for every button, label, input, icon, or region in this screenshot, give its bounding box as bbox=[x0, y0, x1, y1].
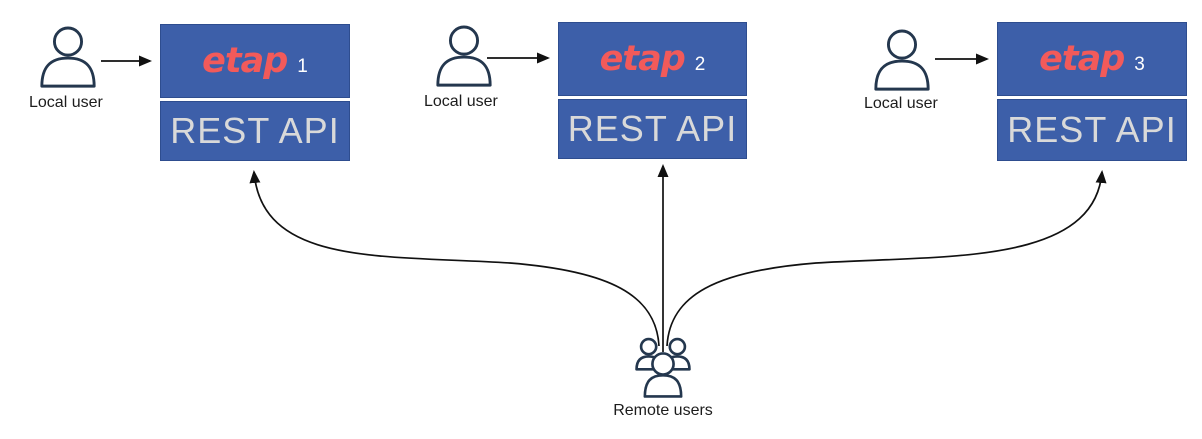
person-head bbox=[52, 26, 84, 57]
arrow-remote-users-to-rest-api-3 bbox=[666, 170, 1107, 347]
person-icon bbox=[40, 26, 96, 88]
person-head bbox=[886, 29, 918, 60]
etap-instance-number-1: 1 bbox=[297, 56, 308, 77]
person-icon bbox=[874, 29, 930, 91]
local-user-label-3: Local user bbox=[864, 95, 938, 112]
people-group-icon bbox=[635, 337, 691, 398]
person-icon bbox=[436, 25, 492, 87]
rest-api-box-3: REST API bbox=[997, 99, 1187, 161]
local-user-label-2: Local user bbox=[424, 93, 498, 110]
local-user-label-1: Local user bbox=[29, 94, 103, 111]
etap-instance-number-3: 3 bbox=[1134, 54, 1145, 75]
etap-logo-row: etap 2 bbox=[600, 39, 706, 79]
person-body bbox=[874, 59, 930, 91]
etap-logo-row: etap 1 bbox=[202, 41, 308, 81]
etap-instance-number-2: 2 bbox=[694, 54, 706, 75]
person-body bbox=[436, 55, 492, 87]
person-head bbox=[448, 25, 480, 56]
etap-box-2: etap 2 bbox=[558, 22, 747, 96]
etap-logo: etap bbox=[202, 41, 288, 81]
etap-logo: etap bbox=[599, 39, 686, 79]
rest-api-box-1: REST API bbox=[160, 101, 350, 161]
remote-users-label: Remote users bbox=[613, 402, 713, 419]
etap-logo: etap bbox=[1039, 39, 1125, 79]
rest-api-label-1: REST API bbox=[170, 110, 340, 151]
etap-logo-row: etap 3 bbox=[1039, 39, 1145, 79]
rest-api-label-3: REST API bbox=[1007, 109, 1177, 150]
rest-api-label-2: REST API bbox=[567, 108, 738, 149]
arrow-remote-users-to-rest-api-1 bbox=[249, 170, 660, 347]
person-body bbox=[40, 56, 96, 88]
front-person bbox=[643, 352, 683, 398]
etap-box-3: etap 3 bbox=[997, 22, 1187, 96]
rest-api-box-2: REST API bbox=[558, 99, 747, 159]
etap-box-1: etap 1 bbox=[160, 24, 350, 98]
